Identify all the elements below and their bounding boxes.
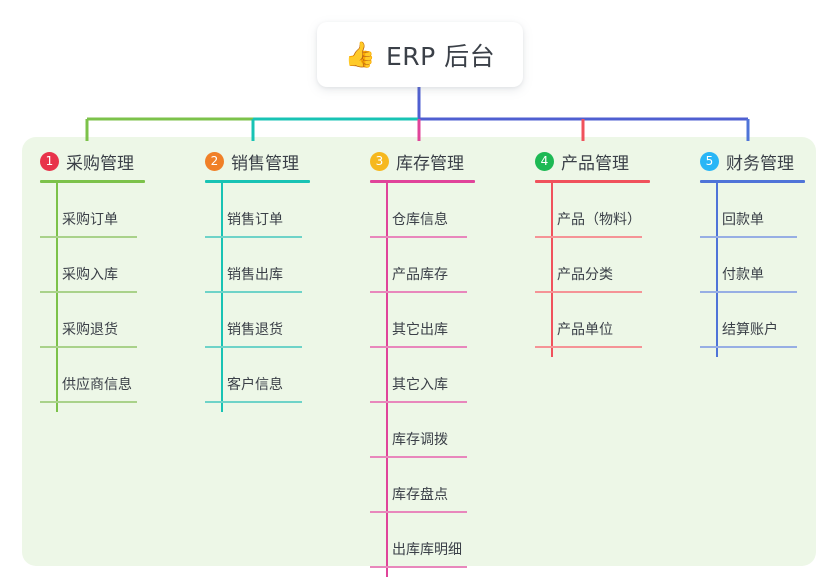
leaf-item-rule [205, 236, 302, 238]
leaf-item[interactable]: 产品分类 [535, 238, 650, 293]
leaf-item-rule [40, 291, 137, 293]
branch-header-rule [700, 180, 805, 183]
thumbs-up-icon: 👍 [344, 39, 376, 69]
leaf-item-label: 销售订单 [227, 212, 283, 228]
branch-number-badge: 1 [40, 151, 59, 171]
leaf-item[interactable]: 其它入库 [370, 348, 475, 403]
branch-header-4[interactable]: 4 产品管理 [535, 148, 650, 174]
leaf-item-label: 其它出库 [392, 322, 448, 338]
leaf-item-rule [40, 346, 137, 348]
leaf-item[interactable]: 库存调拨 [370, 403, 475, 458]
leaf-item[interactable]: 库存盘点 [370, 458, 475, 513]
branch-column-1: 1 采购管理采购订单采购入库采购退货供应商信息 [40, 148, 145, 403]
leaf-item[interactable]: 销售订单 [205, 183, 310, 238]
leaf-item-rule [370, 566, 467, 568]
leaf-item-rule [700, 236, 797, 238]
leaf-item-rule [205, 291, 302, 293]
leaf-item[interactable]: 采购退货 [40, 293, 145, 348]
branch-header-5[interactable]: 5 财务管理 [700, 148, 805, 174]
branch-column-4: 4 产品管理产品（物料） 产品分类产品单位 [535, 148, 650, 348]
leaf-item[interactable]: 回款单 [700, 183, 805, 238]
leaf-item-label: 采购订单 [62, 212, 118, 228]
leaf-item-label: 产品库存 [392, 267, 448, 283]
leaf-item[interactable]: 仓库信息 [370, 183, 475, 238]
leaf-item-rule [535, 346, 642, 348]
branch-title: 产品管理 [561, 153, 629, 174]
leaf-item-rule [535, 236, 642, 238]
leaf-item-label: 产品（物料） [557, 212, 641, 228]
leaf-item-rule [370, 236, 467, 238]
branch-header-1[interactable]: 1 采购管理 [40, 148, 145, 174]
leaf-item-rule [370, 346, 467, 348]
leaf-item[interactable]: 结算账户 [700, 293, 805, 348]
leaf-item-label: 仓库信息 [392, 212, 448, 228]
branch-header-3[interactable]: 3 库存管理 [370, 148, 475, 174]
branch-column-3: 3 库存管理仓库信息产品库存其它出库其它入库库存调拨库存盘点出库库明细 [370, 148, 475, 568]
leaf-item-rule [205, 401, 302, 403]
root-node[interactable]: 👍 ERP 后台 [317, 22, 523, 87]
branch-number-badge: 4 [535, 151, 554, 171]
leaf-item[interactable]: 产品单位 [535, 293, 650, 348]
branch-header-2[interactable]: 2 销售管理 [205, 148, 310, 174]
leaf-item-label: 销售出库 [227, 267, 283, 283]
branch-header-rule [205, 180, 310, 183]
leaf-item-label: 销售退货 [227, 322, 283, 338]
branch-column-2: 2 销售管理销售订单销售出库销售退货客户信息 [205, 148, 310, 403]
branch-number-badge: 2 [205, 151, 224, 171]
leaf-item[interactable]: 客户信息 [205, 348, 310, 403]
leaf-item[interactable]: 采购入库 [40, 238, 145, 293]
branch-title: 销售管理 [231, 153, 299, 174]
leaf-item[interactable]: 出库库明细 [370, 513, 475, 568]
leaf-item-label: 结算账户 [722, 322, 778, 338]
leaf-item-rule [370, 511, 467, 513]
branch-title: 库存管理 [396, 153, 464, 174]
leaf-item[interactable]: 产品库存 [370, 238, 475, 293]
leaf-item-label: 采购退货 [62, 322, 118, 338]
leaf-item-rule [700, 291, 797, 293]
root-node-title: ERP 后台 [385, 41, 496, 71]
leaf-item-rule [370, 401, 467, 403]
leaf-item-label: 付款单 [722, 267, 764, 283]
branch-title: 财务管理 [726, 153, 794, 174]
leaf-item[interactable]: 付款单 [700, 238, 805, 293]
leaf-item[interactable]: 其它出库 [370, 293, 475, 348]
leaf-item[interactable]: 销售退货 [205, 293, 310, 348]
leaf-item[interactable]: 采购订单 [40, 183, 145, 238]
branch-title: 采购管理 [66, 153, 134, 174]
leaf-item[interactable]: 销售出库 [205, 238, 310, 293]
leaf-item-label: 供应商信息 [62, 377, 132, 393]
branch-column-5: 5 财务管理回款单付款单结算账户 [700, 148, 805, 348]
leaf-item-label: 客户信息 [227, 377, 283, 393]
branch-header-rule [535, 180, 650, 183]
leaf-item-label: 库存盘点 [392, 487, 448, 503]
leaf-item-rule [370, 456, 467, 458]
branch-number-badge: 3 [370, 151, 389, 171]
leaf-item[interactable]: 产品（物料） [535, 183, 650, 238]
leaf-item-rule [700, 346, 797, 348]
leaf-item-label: 出库库明细 [392, 542, 462, 558]
leaf-item-label: 产品分类 [557, 267, 613, 283]
leaf-item-rule [40, 236, 137, 238]
branch-header-rule [40, 180, 145, 183]
leaf-item-label: 回款单 [722, 212, 764, 228]
leaf-item-label: 其它入库 [392, 377, 448, 393]
leaf-item-rule [205, 346, 302, 348]
leaf-item-rule [535, 291, 642, 293]
branch-number-badge: 5 [700, 151, 719, 171]
leaf-item-label: 库存调拨 [392, 432, 448, 448]
leaf-item-label: 产品单位 [557, 322, 613, 338]
leaf-item[interactable]: 供应商信息 [40, 348, 145, 403]
leaf-item-rule [370, 291, 467, 293]
branches-panel [22, 137, 816, 566]
branch-header-rule [370, 180, 475, 183]
leaf-item-rule [40, 401, 137, 403]
leaf-item-label: 采购入库 [62, 267, 118, 283]
